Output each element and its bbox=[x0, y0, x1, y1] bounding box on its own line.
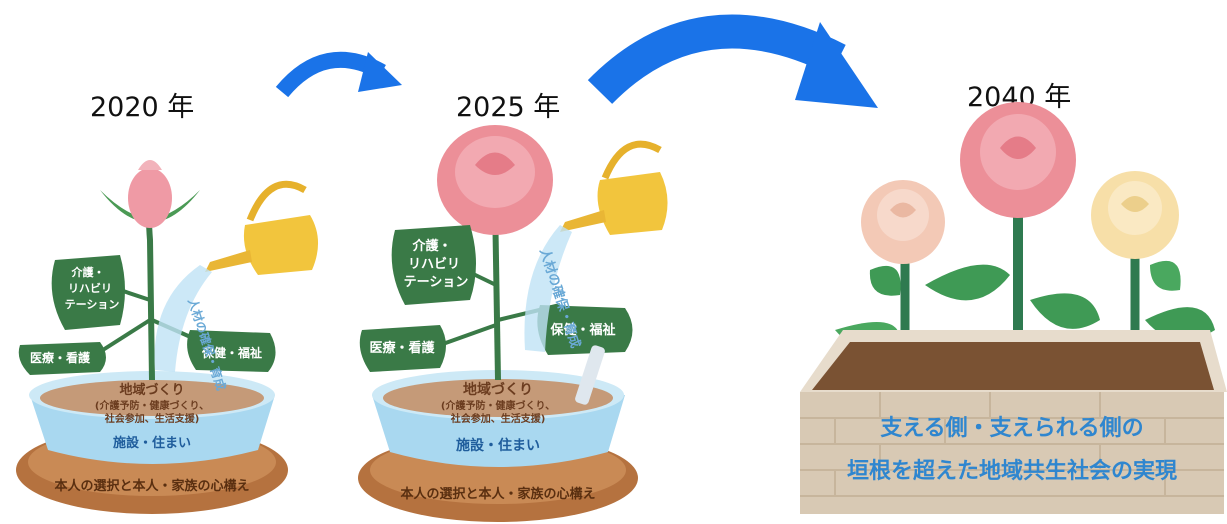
water-stream-2020 bbox=[154, 265, 212, 372]
left-leaf-top-line2: リハビリ bbox=[68, 281, 112, 295]
leaf-2025-top bbox=[391, 225, 476, 305]
leaf-2020-right bbox=[187, 330, 276, 372]
leaf-2020-top bbox=[51, 255, 125, 330]
soil-2025 bbox=[383, 379, 613, 417]
pink-rose-icon bbox=[437, 125, 553, 235]
leaf-2020-left bbox=[18, 342, 106, 375]
mid-bowl-label: 施設・住まい bbox=[456, 437, 540, 454]
left-soil-title: 地域づくり bbox=[119, 382, 184, 398]
nutrient-ampoule-icon bbox=[575, 345, 605, 405]
year-2025-label: 2025 年 bbox=[456, 92, 561, 123]
watering-can-icon bbox=[205, 180, 319, 275]
planter-text-line2: 垣根を超えた地域共生社会の実現 bbox=[847, 458, 1177, 484]
watering-can-icon-2025 bbox=[560, 140, 668, 235]
mid-leaf-top-line3: テーション bbox=[404, 275, 469, 290]
mid-leaf-left: 医療・看護 bbox=[369, 340, 435, 356]
cream-rose-icon bbox=[1091, 171, 1179, 259]
planter-text-line1: 支える側・支えられる側の bbox=[880, 416, 1143, 441]
plant-2025 bbox=[358, 125, 668, 522]
plant-2020 bbox=[16, 160, 319, 514]
left-soil-sub1: (介護予防・健康づくり、 bbox=[95, 399, 209, 412]
rose-bud-icon bbox=[100, 160, 200, 228]
water-stream-2025 bbox=[524, 225, 572, 352]
planter-2040 bbox=[800, 102, 1227, 514]
small-arrow-icon bbox=[275, 51, 402, 98]
leaf-2025-left bbox=[359, 325, 446, 372]
mid-soil-sub2: 社会参加、生活支援) bbox=[450, 412, 546, 425]
soil-2020 bbox=[40, 380, 264, 416]
mid-leaf-right: 保健・福祉 bbox=[549, 322, 615, 338]
mid-leaf-top-line1: 介護・ bbox=[411, 238, 451, 254]
left-leaf-left: 医療・看護 bbox=[30, 350, 91, 365]
large-arrow-icon bbox=[587, 14, 878, 108]
planter-soil bbox=[812, 342, 1214, 390]
leaf-2025-right bbox=[537, 305, 633, 355]
peach-rose-icon bbox=[861, 180, 945, 264]
pink-rose-icon-2040 bbox=[960, 102, 1076, 218]
mid-soil-title: 地域づくり bbox=[463, 381, 533, 398]
left-leaf-top-line1: 介護・ bbox=[71, 265, 105, 279]
mid-saucer-label: 本人の選択と本人・家族の心構え bbox=[400, 486, 595, 502]
left-leaf-top-line3: テーション bbox=[65, 298, 120, 311]
mid-soil-sub1: (介護予防・健康づくり、 bbox=[441, 399, 555, 412]
left-saucer-label: 本人の選択と本人・家族の心構え bbox=[54, 478, 249, 494]
left-soil-sub2: 社会参加、生活支援) bbox=[104, 412, 200, 425]
left-leaf-right: 保健・福祉 bbox=[201, 345, 262, 360]
planter-bricks bbox=[800, 392, 1224, 514]
mid-leaf-top-line2: リハビリ bbox=[408, 256, 460, 272]
year-2020-label: 2020 年 bbox=[90, 92, 195, 123]
left-bowl-label: 施設・住まい bbox=[113, 435, 191, 451]
